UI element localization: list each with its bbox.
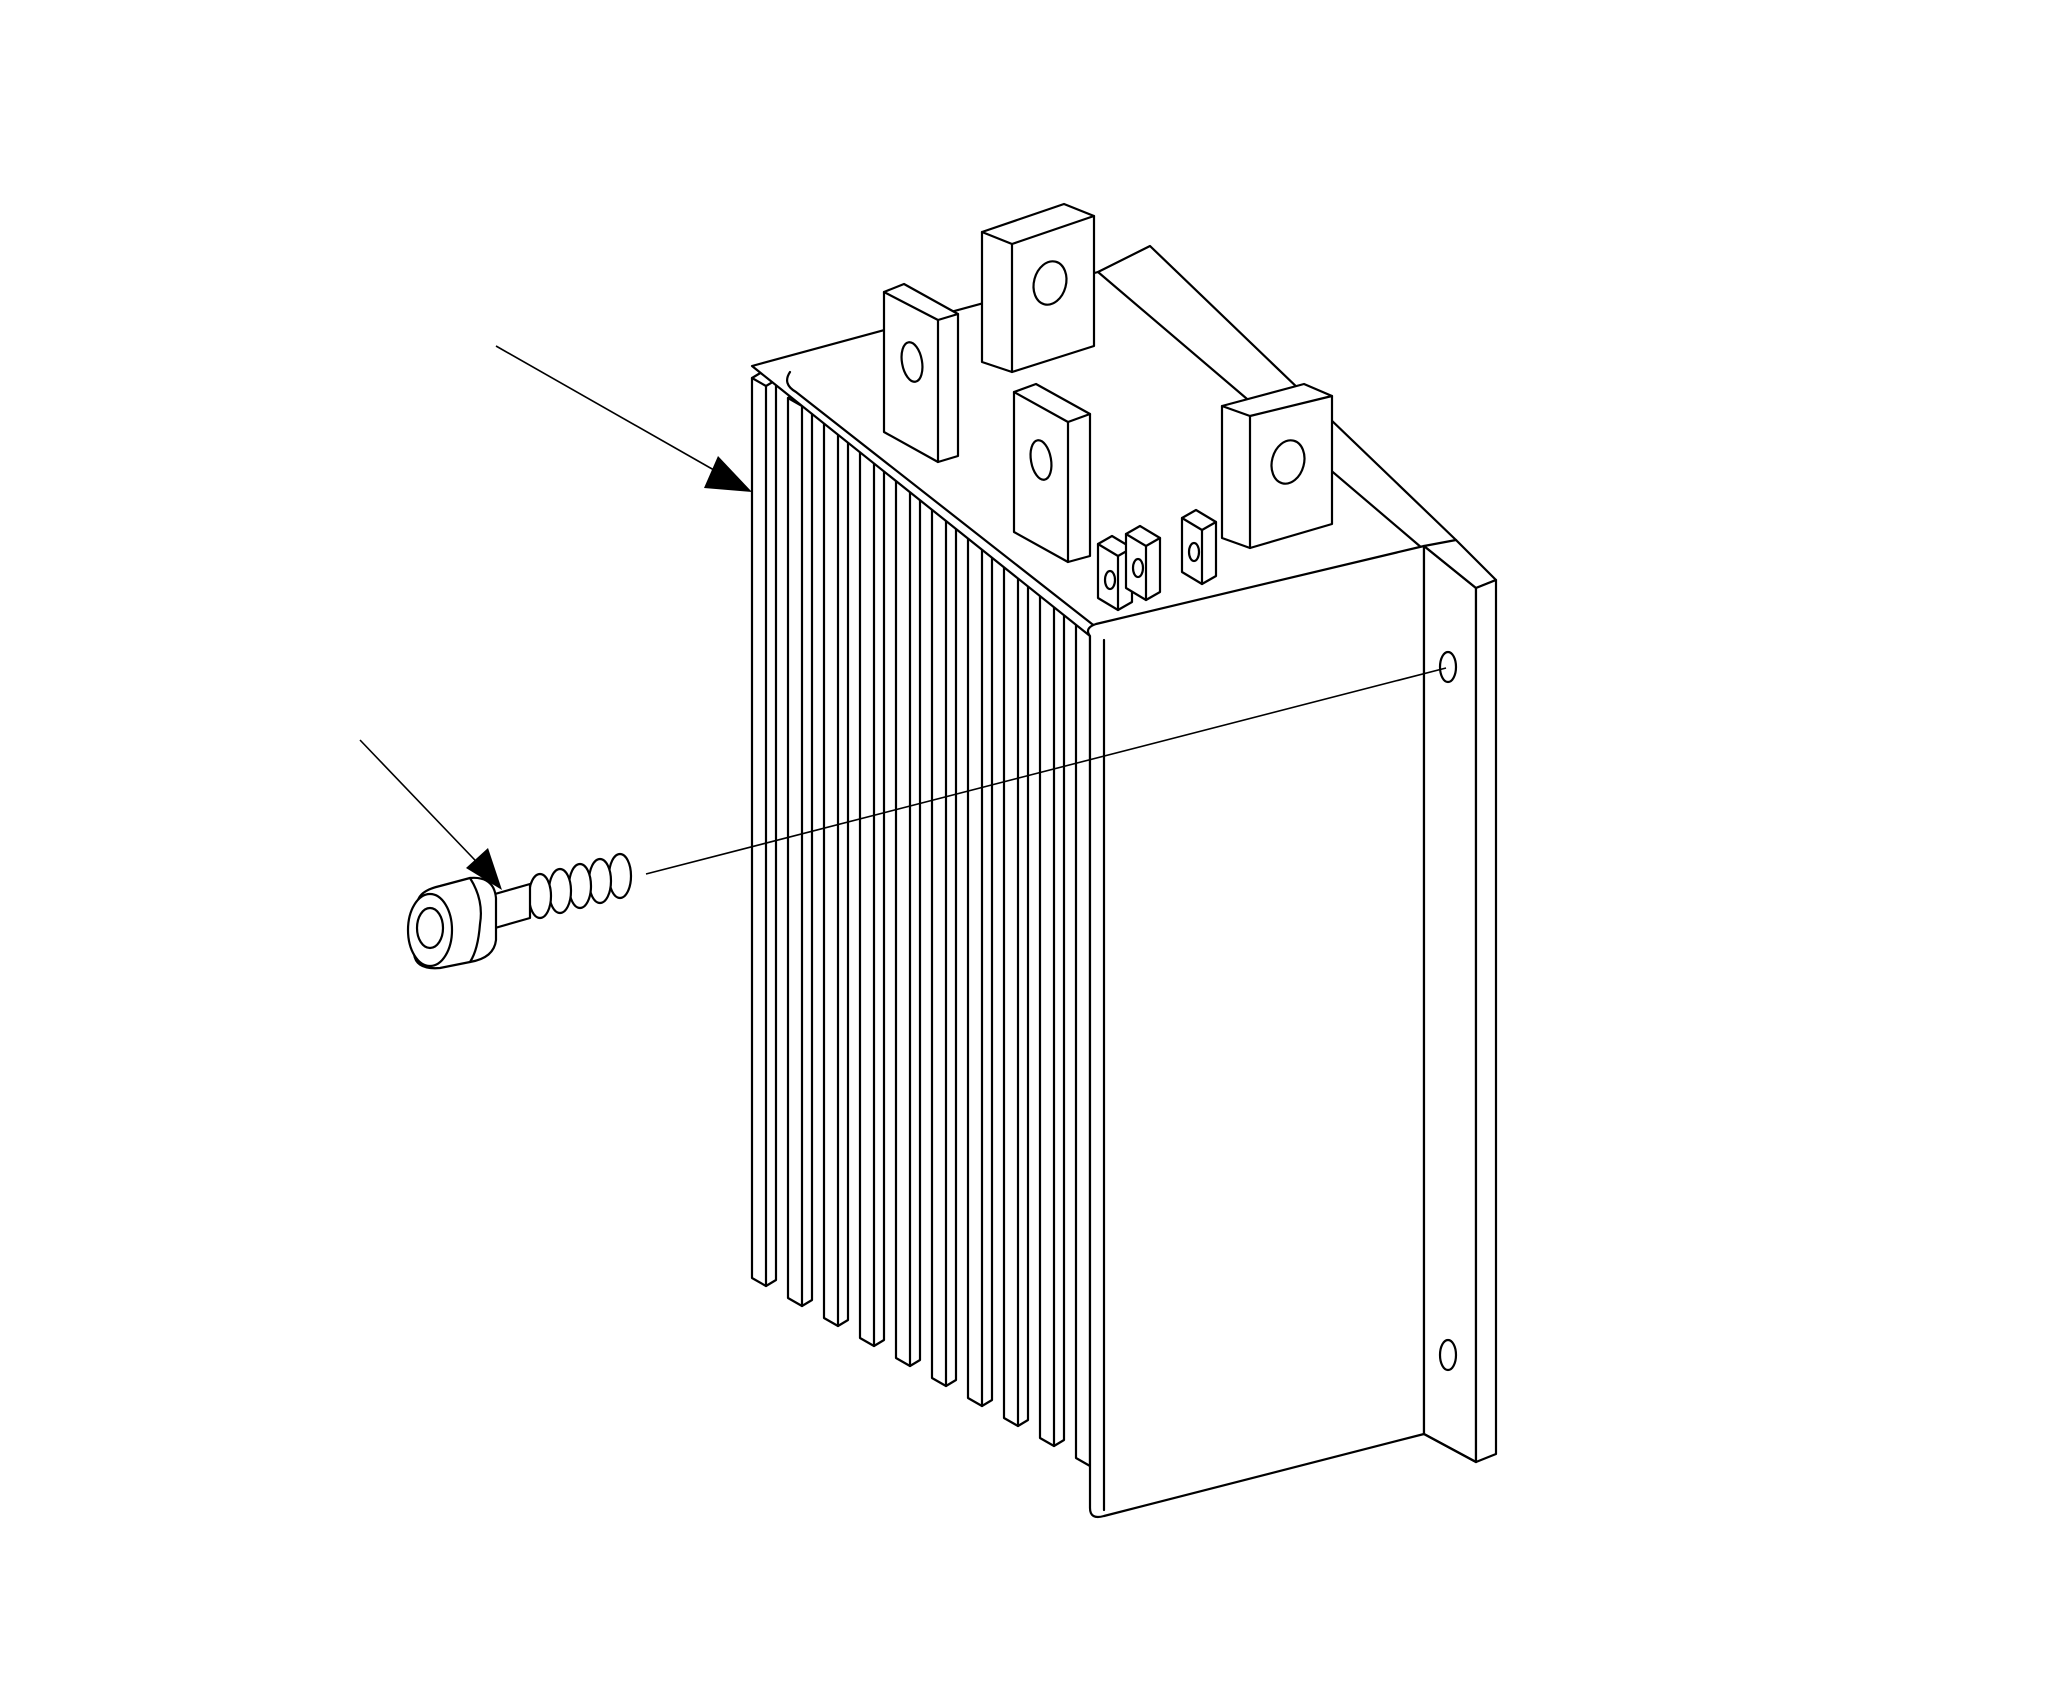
- flange-bottom-lip: [1422, 1432, 1478, 1464]
- heatsink-fin: [822, 410, 850, 1328]
- terminal-right-hole: [1270, 439, 1306, 485]
- screw-thread-turn: [547, 867, 573, 915]
- screw-threads: [527, 852, 633, 920]
- terminal-top-hole: [1032, 260, 1068, 306]
- mounting-flange-side: [1474, 578, 1498, 1464]
- controller-leader: [495, 345, 752, 492]
- heatsink-fin: [750, 370, 778, 1288]
- screw-thread-turn: [607, 852, 633, 900]
- heatsink-fin: [1002, 510, 1030, 1428]
- mounting-flange: [1422, 544, 1478, 1464]
- back-plate-edge: [1096, 244, 1458, 542]
- heatsink-fin: [858, 430, 886, 1348]
- heatsink-fin: [1038, 530, 1066, 1448]
- terminal-top: [980, 202, 1096, 374]
- screw-leader-arrowhead: [466, 848, 502, 890]
- signal-terminals: [1096, 508, 1218, 612]
- heatsink-fin: [930, 470, 958, 1388]
- socket-head-cap-screw: [406, 852, 633, 970]
- front-face: [1086, 544, 1426, 1519]
- terminal-middle: [1012, 382, 1092, 564]
- hex-socket: [415, 906, 445, 950]
- screw-thread-turn: [567, 862, 593, 910]
- terminal-left-hole: [900, 341, 924, 383]
- terminal-left: [882, 282, 960, 464]
- controller-leader-arrowhead: [704, 456, 752, 492]
- screw-to-hole-line: [645, 667, 1447, 875]
- screw-thread-turn: [527, 872, 553, 920]
- heatsink-fin: [966, 490, 994, 1408]
- heatsink-fin: [894, 450, 922, 1368]
- screw-leader: [359, 739, 502, 890]
- terminal-right: [1220, 382, 1334, 550]
- heatsink-fin: [786, 390, 814, 1308]
- signal-terminal-2: [1124, 524, 1162, 602]
- signal-terminal-3: [1180, 508, 1218, 586]
- terminal-middle-hole: [1029, 439, 1053, 481]
- mounting-hole-upper: [1438, 650, 1458, 684]
- screw-thread-turn: [587, 857, 613, 905]
- mounting-hole-lower: [1438, 1338, 1458, 1372]
- power-terminals: [882, 202, 1334, 564]
